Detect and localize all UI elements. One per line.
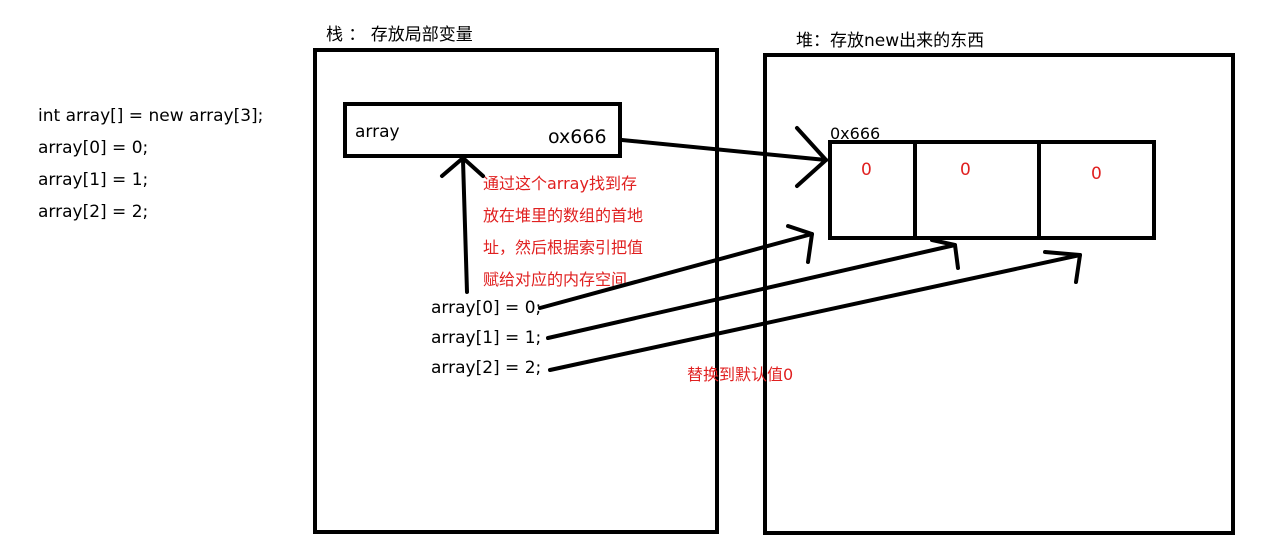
explanation-line-3: 址，然后根据索引把值 xyxy=(483,238,644,257)
replace-default-note: 替换到默认值0 xyxy=(687,365,794,384)
heap-cell-1-value: 0 xyxy=(960,160,971,180)
stack-assign-1: array[1] = 1; xyxy=(431,328,542,348)
array-variable-reference: ox666 xyxy=(548,126,607,148)
cell-divider-2 xyxy=(1037,144,1041,238)
explanation-line-1: 通过这个array找到存 xyxy=(483,174,637,193)
stack-title: 栈 ： 存放局部变量 xyxy=(326,25,473,45)
code-line-assign-1: array[1] = 1; xyxy=(38,170,149,190)
stack-assign-2: array[2] = 2; xyxy=(431,358,542,378)
explanation-line-4: 赋给对应的内存空间 xyxy=(483,270,628,289)
heap-array-address: 0x666 xyxy=(830,124,881,143)
explanation-line-2: 放在堆里的数组的首地 xyxy=(483,206,644,225)
heap-cell-0-value: 0 xyxy=(861,160,872,180)
heap-cell-2-value: 0 xyxy=(1091,164,1102,184)
heap-array-block xyxy=(828,140,1156,240)
code-line-declaration: int array[] = new array[3]; xyxy=(38,106,264,126)
array-variable-name: array xyxy=(355,122,400,142)
code-line-assign-0: array[0] = 0; xyxy=(38,138,149,158)
stack-assign-0: array[0] = 0; xyxy=(431,298,542,318)
code-line-assign-2: array[2] = 2; xyxy=(38,202,149,222)
heap-title: 堆：存放new出来的东西 xyxy=(796,31,985,51)
cell-divider-1 xyxy=(913,144,917,238)
